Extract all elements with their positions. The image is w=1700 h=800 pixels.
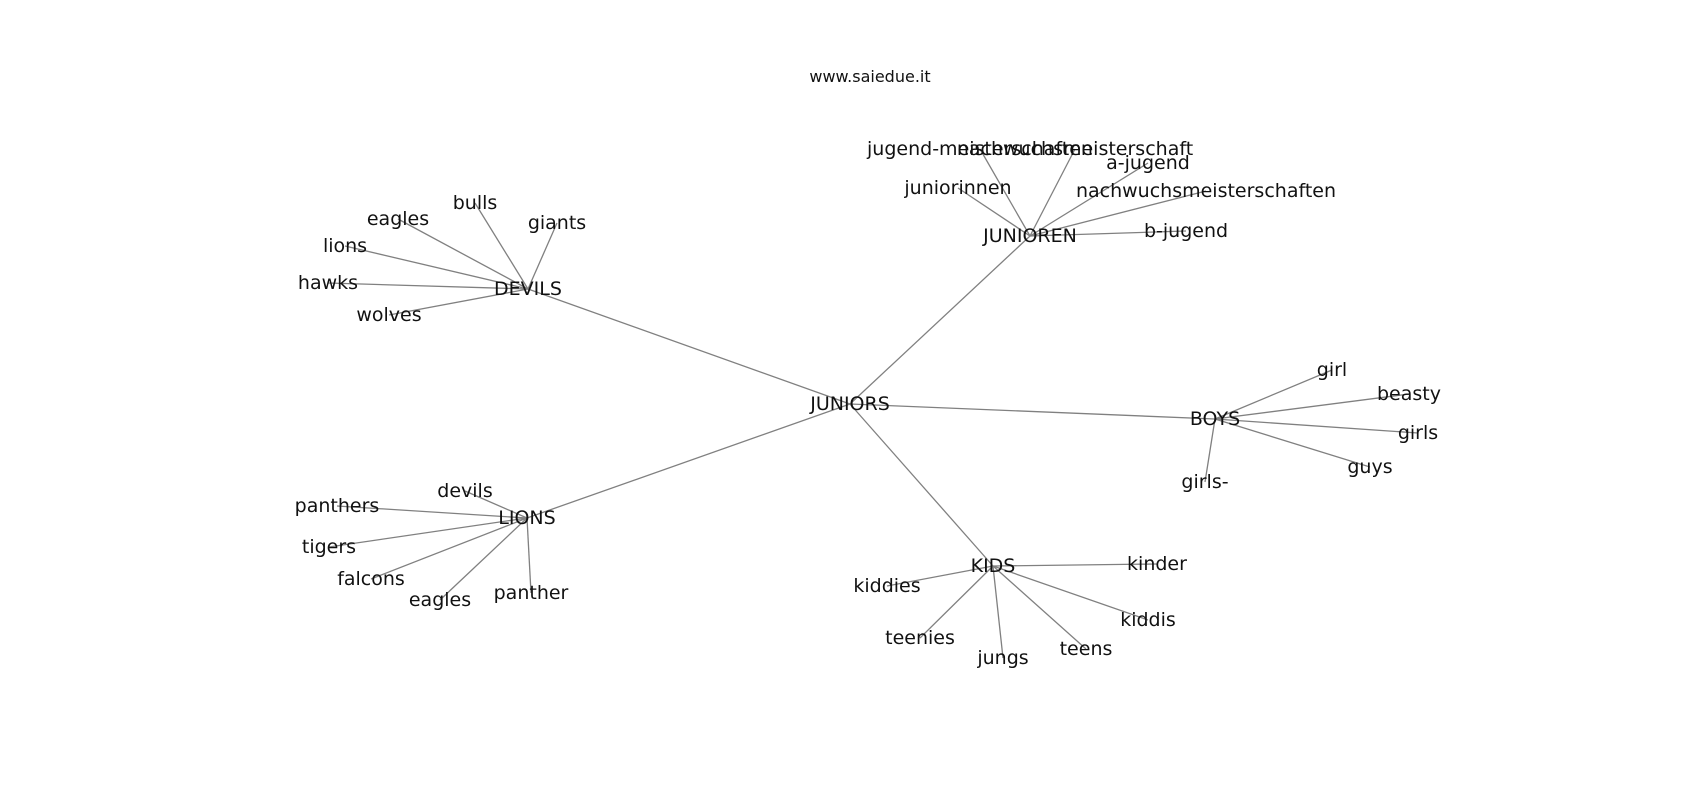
edge-devils-leaf [344,245,529,290]
leaf-node-label: teenies [885,627,955,649]
leaf-node-label: nachwuchsmeisterschaft [957,138,1193,160]
leaf-node-label: b-jugend [1144,220,1228,242]
hub-node-label: KIDS [971,555,1016,577]
leaf-node-label: juniorinnen [903,177,1011,199]
edges [327,148,1419,659]
leaf-node-label: kiddis [1120,609,1176,631]
edge-kids-leaf [992,565,1004,659]
leaf-node-label: falcons [337,568,405,590]
edge-junioren-leaf [957,187,1031,237]
edge-lions-leaf [370,517,528,580]
site-url: www.saiedue.it [809,67,930,86]
edge-junioren-leaf [979,148,1031,237]
leaf-node-label: tigers [302,536,356,558]
edge-lions-leaf [464,490,528,519]
edge-boys-leaf [1214,418,1419,434]
edge-kids-leaf [919,565,994,639]
edge-root-to-boys [849,403,1216,420]
root-node-label: JUNIORS [809,393,890,415]
hub-node-label: LIONS [498,507,555,529]
leaf-node-label: eagles [409,589,471,611]
leaf-node-label: lions [323,235,367,257]
edge-kids-leaf [992,565,1149,621]
hub-node-label: BOYS [1190,408,1240,430]
edge-lions-leaf [526,517,532,594]
leaf-node-label: a-jugend [1106,152,1190,174]
edge-boys-leaf [1214,393,1410,420]
leaf-node-label: giants [528,212,586,234]
edge-junioren-leaf [1029,148,1076,237]
edge-root-to-junioren [849,235,1031,405]
edge-junioren-leaf [1029,162,1149,237]
edge-boys-leaf [1204,418,1216,483]
leaf-node-label: eagles [367,208,429,230]
leaf-node-label: jugend-meisterschaften [866,138,1093,160]
edge-kids-leaf [992,565,1087,650]
leaf-node-label: girls [1398,422,1438,444]
edge-lions-leaf [328,517,528,548]
hub-node-label: DEVILS [494,278,562,300]
leaf-node-label: teens [1060,638,1113,660]
leaf-node-label: panther [494,582,569,604]
edge-lions-leaf [439,517,528,601]
leaf-node-label: devils [437,480,492,502]
edge-devils-leaf [474,202,529,290]
edge-boys-leaf [1214,369,1333,420]
leaf-node-label: girls- [1181,471,1228,493]
leaf-node-label: kiddies [853,575,920,597]
hub-node-label: JUNIOREN [982,225,1077,247]
leaf-node-label: beasty [1377,383,1441,405]
edge-root-to-kids [849,403,994,567]
leaf-node-label: guys [1347,456,1392,478]
leaf-node-label: panthers [295,495,380,517]
edge-devils-leaf [397,218,529,290]
edge-junioren-leaf [1029,190,1207,237]
leaf-node-label: hawks [298,272,358,294]
leaf-node-label: jungs [976,647,1028,669]
edge-boys-leaf [1214,418,1371,468]
leaf-node-label: nachwuchsmeisterschaften [1076,180,1336,202]
edge-kids-leaf [992,563,1158,567]
edge-kids-leaf [886,565,994,587]
leaf-node-label: wolves [356,304,421,326]
edge-devils-leaf [327,282,529,290]
edge-root-to-devils [527,288,851,405]
edge-devils-leaf [388,288,529,316]
edge-junioren-leaf [1029,230,1187,237]
leaf-node-label: bulls [453,192,498,214]
leaf-node-label: girl [1317,359,1347,381]
leaf-node-label: kinder [1127,553,1187,575]
node-labels: JUNIORS DEVILS eagles bulls giants lions hawks… [295,138,1441,669]
edge-devils-leaf [527,222,558,290]
edge-lions-leaf [336,505,528,519]
edge-root-to-lions [526,403,851,519]
